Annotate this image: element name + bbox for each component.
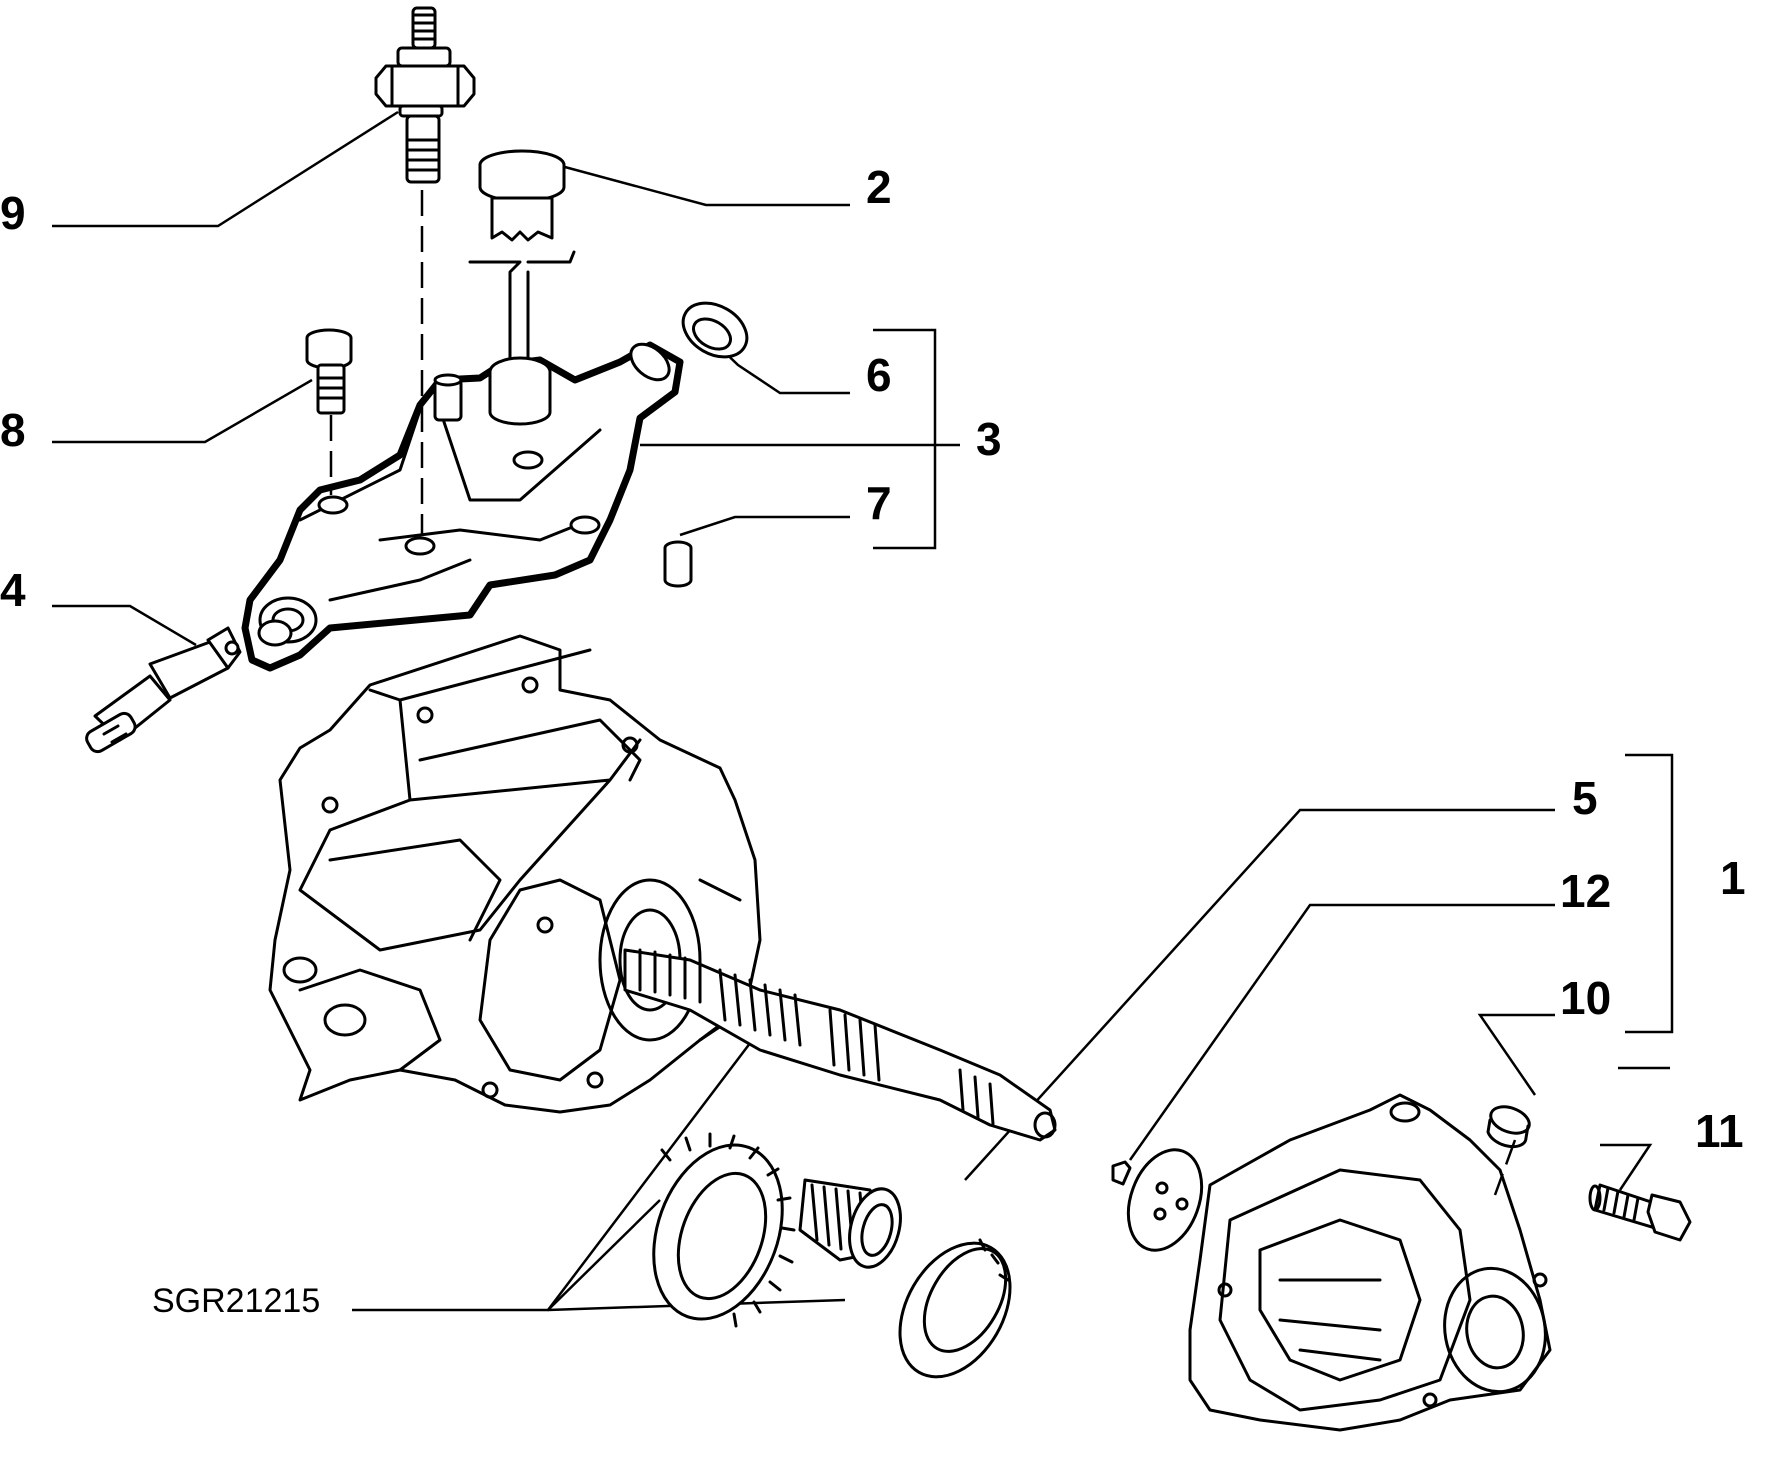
callout-3: 3: [976, 413, 1002, 465]
needle-bearing-part: [798, 1178, 902, 1269]
callout-1: 1: [1720, 852, 1746, 904]
plug-part: [1486, 1105, 1531, 1196]
drawing-code: SGR21215: [152, 1282, 321, 1320]
sensor-part: [85, 626, 242, 754]
leader-lines: [52, 110, 1670, 1312]
group-bracket-1: [1625, 753, 1674, 1034]
callout-7: 7: [866, 477, 892, 529]
screw-part: [305, 328, 353, 495]
callout-9: 9: [0, 187, 26, 239]
breather-cap-part: [468, 149, 576, 359]
bearing-ring-part: [898, 1238, 1012, 1379]
callout-6: 6: [866, 349, 892, 401]
cover-housing-part: [241, 341, 684, 672]
bush-part: [663, 540, 693, 588]
group-bracket-3: [873, 328, 937, 550]
callout-4: 4: [0, 564, 26, 616]
callout-5: 5: [1572, 772, 1598, 824]
bolt-part: [1588, 1183, 1692, 1242]
callout-2: 2: [866, 161, 892, 213]
callout-10: 10: [1560, 972, 1612, 1024]
callout-8: 8: [0, 404, 26, 456]
gear-part: [652, 1132, 796, 1328]
stud-bolt-part: [374, 6, 476, 535]
rear-cover-part: [1188, 1093, 1552, 1432]
seal-ring-part: [681, 301, 749, 359]
gearbox-casing-part: [268, 634, 762, 1114]
callout-11: 11: [1695, 1105, 1744, 1157]
callout-12: 12: [1560, 865, 1612, 917]
plate-part: [1111, 1148, 1204, 1252]
main-shaft-part: [623, 948, 1057, 1142]
